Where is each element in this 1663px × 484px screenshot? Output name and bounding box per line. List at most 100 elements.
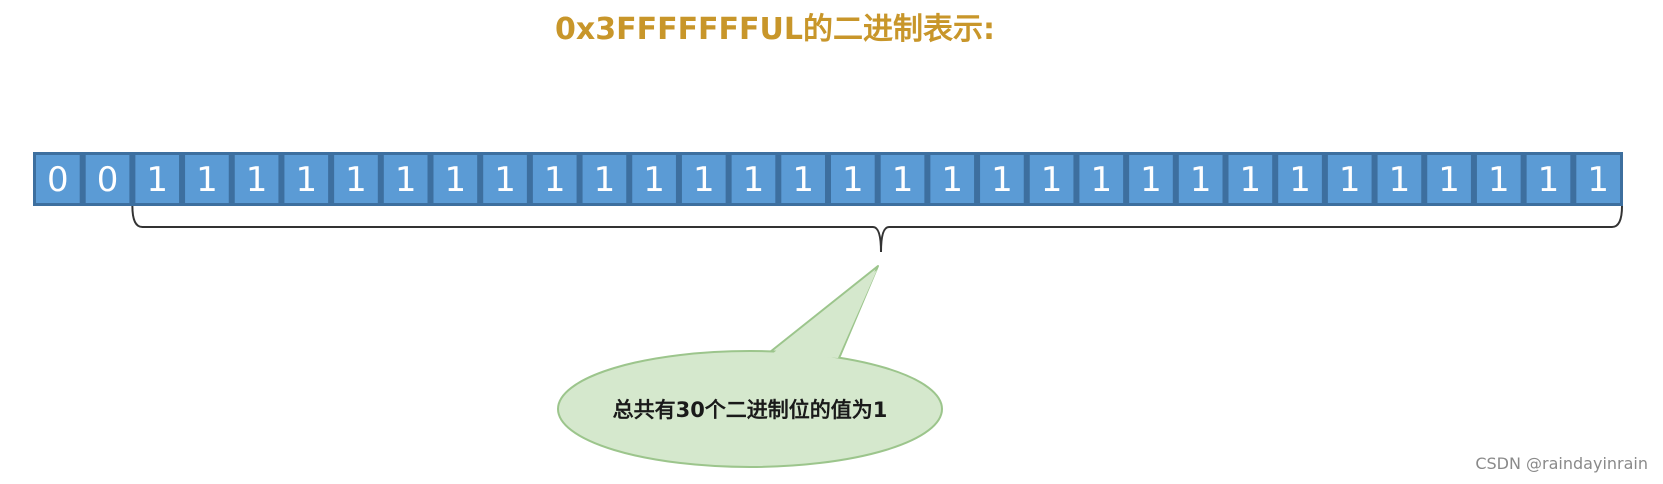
bit-cell-box <box>1377 155 1422 203</box>
bit-cell-box <box>1129 155 1173 203</box>
bit-value: 1 <box>196 160 218 200</box>
bit-cell: 1 <box>383 155 428 203</box>
bit-value: 0 <box>47 160 69 200</box>
bit-cell: 0 <box>85 155 130 203</box>
bit-cell-box <box>1327 155 1372 203</box>
bit-value: 1 <box>1488 160 1510 200</box>
bit-cell-box <box>731 155 776 203</box>
bit-value: 1 <box>1240 160 1262 200</box>
bit-cell: 1 <box>980 155 1024 203</box>
bit-cell-box <box>831 155 875 203</box>
bubble-label: 总共有30个二进制位的值为1 <box>613 398 888 422</box>
bit-cell: 1 <box>781 155 825 203</box>
bit-cell-box <box>582 155 627 203</box>
bit-value: 1 <box>792 160 814 200</box>
curly-brace <box>131 205 1623 253</box>
bit-cell: 1 <box>334 155 378 203</box>
bit-value: 1 <box>445 160 467 200</box>
bit-cell-box <box>383 155 428 203</box>
bit-value: 1 <box>1041 160 1063 200</box>
bit-value: 0 <box>97 160 119 200</box>
bit-cell: 1 <box>185 155 229 203</box>
bit-cell: 1 <box>1327 155 1372 203</box>
bit-cell: 1 <box>1178 155 1223 203</box>
bit-value: 1 <box>494 160 516 200</box>
bit-cell: 0 <box>36 155 80 203</box>
bit-cell: 1 <box>1278 155 1322 203</box>
watermark: CSDN @raindayinrain <box>1475 454 1648 473</box>
bit-value: 1 <box>345 160 367 200</box>
bit-cell-box <box>36 155 80 203</box>
bit-cell-box <box>1476 155 1521 203</box>
bit-cell: 1 <box>681 155 726 203</box>
bit-cell: 1 <box>234 155 279 203</box>
bit-value: 1 <box>594 160 616 200</box>
bit-value: 1 <box>892 160 914 200</box>
speech-bubble-tail-join <box>772 270 877 358</box>
bit-value: 1 <box>1339 160 1361 200</box>
bit-cell-box <box>1526 155 1571 203</box>
bit-cell: 1 <box>831 155 875 203</box>
bit-cell: 1 <box>632 155 676 203</box>
bit-value: 1 <box>643 160 665 200</box>
bit-cell: 1 <box>880 155 925 203</box>
bit-cell: 1 <box>1228 155 1273 203</box>
bit-cell-box <box>632 155 676 203</box>
bit-value: 1 <box>1587 160 1609 200</box>
bit-cell-box <box>1079 155 1124 203</box>
bit-cell-box <box>433 155 478 203</box>
bit-cell: 1 <box>1029 155 1074 203</box>
bit-cell: 1 <box>1079 155 1124 203</box>
bit-cell: 1 <box>284 155 329 203</box>
diagram-title: 0x3FFFFFFFUL的二进制表示: <box>555 12 995 47</box>
bit-value: 1 <box>1289 160 1311 200</box>
bit-cell-box <box>334 155 378 203</box>
bit-cell-box <box>85 155 130 203</box>
bit-cell: 1 <box>1427 155 1471 203</box>
bit-value: 1 <box>1538 160 1560 200</box>
bit-value: 1 <box>842 160 864 200</box>
bit-value: 1 <box>1140 160 1162 200</box>
bit-cell-box <box>1278 155 1322 203</box>
bit-cell-box <box>532 155 577 203</box>
bit-cell-box <box>1427 155 1471 203</box>
bit-cell-box <box>1178 155 1223 203</box>
bit-value: 1 <box>395 160 417 200</box>
bit-cell-box <box>980 155 1024 203</box>
bit-cell: 1 <box>135 155 180 203</box>
bit-cell: 1 <box>1129 155 1173 203</box>
bit-cell-box <box>781 155 825 203</box>
speech-bubble <box>557 350 943 468</box>
bit-value: 1 <box>991 160 1013 200</box>
bit-value: 1 <box>693 160 715 200</box>
bit-value: 1 <box>1190 160 1212 200</box>
bit-value: 1 <box>1090 160 1112 200</box>
bit-cell: 1 <box>433 155 478 203</box>
bit-cell: 1 <box>532 155 577 203</box>
bit-value: 1 <box>544 160 566 200</box>
bit-cell-box <box>880 155 925 203</box>
bit-value: 1 <box>146 160 168 200</box>
bit-cell-box <box>1029 155 1074 203</box>
bit-cell: 1 <box>1476 155 1521 203</box>
bit-cell-box <box>681 155 726 203</box>
bit-value: 1 <box>1438 160 1460 200</box>
bit-cell-box <box>284 155 329 203</box>
bit-cell-box <box>234 155 279 203</box>
bit-cell: 1 <box>1526 155 1571 203</box>
bit-cell: 1 <box>582 155 627 203</box>
bit-cell: 1 <box>1576 155 1620 203</box>
bit-value: 1 <box>295 160 317 200</box>
bit-value: 1 <box>743 160 765 200</box>
bit-cell-box <box>930 155 975 203</box>
bit-cell-box <box>1576 155 1620 203</box>
bit-value: 1 <box>246 160 268 200</box>
bit-cell-box <box>1228 155 1273 203</box>
bit-value: 1 <box>1389 160 1411 200</box>
bit-cell-box <box>483 155 527 203</box>
bit-cell: 1 <box>930 155 975 203</box>
bit-value: 1 <box>941 160 963 200</box>
bit-cell: 1 <box>1377 155 1422 203</box>
